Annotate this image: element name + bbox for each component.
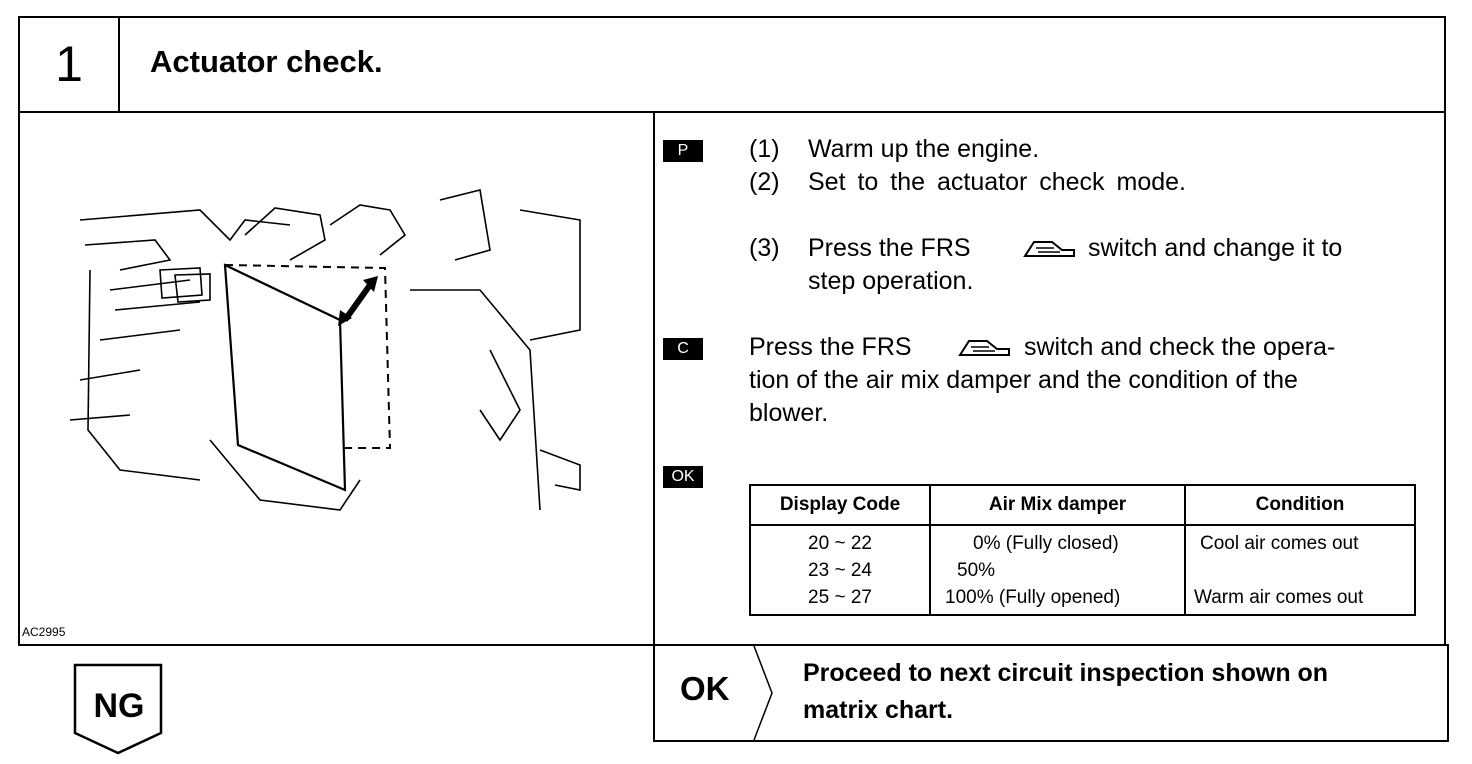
ok-message: Proceed to next circuit inspection shown…	[803, 655, 1328, 729]
condition-value	[1194, 557, 1406, 584]
table-row: 20 ~ 22 23 ~ 24 25 ~ 27 0% (Fully closed…	[749, 525, 1416, 615]
step-3-text-b: switch and change it to	[1088, 234, 1343, 262]
step-3-number: (3)	[749, 234, 780, 262]
table-cell: Cool air comes out Warm air comes out	[1184, 525, 1416, 615]
table-header: Display Code	[749, 484, 931, 526]
step-2-number: (2)	[749, 168, 780, 196]
damper-value: 0% (Fully closed)	[973, 533, 1119, 554]
table-header: Air Mix damper	[929, 484, 1186, 526]
step-number: 1	[55, 36, 83, 92]
table-header-row: Display Code Air Mix damper Condition	[749, 484, 1416, 526]
step-2-text: Set to the actuator check mode.	[808, 168, 1186, 196]
step-title: Actuator check.	[150, 44, 383, 79]
ng-label: NG	[93, 687, 145, 725]
condition-value: Cool air comes out	[1200, 533, 1359, 554]
frs-switch-icon	[958, 340, 1010, 356]
step-1-number: (1)	[749, 135, 780, 163]
check-text-1a: Press the FRS	[749, 333, 912, 361]
display-code: 20 ~ 22	[808, 533, 872, 554]
figure-code: AC2995	[22, 625, 66, 639]
table-header: Condition	[1184, 484, 1416, 526]
ng-shield-icon	[73, 663, 163, 755]
ok-arrow-divider	[753, 646, 773, 740]
check-text-3: blower.	[749, 399, 829, 427]
damper-value: 100% (Fully opened)	[945, 587, 1121, 608]
actuator-illustration	[69, 189, 581, 511]
table-cell: 0% (Fully closed) 50% 100% (Fully opened…	[929, 525, 1186, 615]
step-1-text: Warm up the engine.	[808, 135, 1040, 163]
check-text-2: tion of the air mix damper and the condi…	[749, 366, 1298, 394]
display-code: 25 ~ 27	[808, 587, 872, 608]
ok-tag: OK	[663, 466, 703, 488]
check-text-1b: switch and check the opera-	[1024, 333, 1336, 361]
display-code: 23 ~ 24	[808, 560, 872, 581]
check-tag: C	[663, 338, 703, 360]
ng-badge: NG	[73, 663, 165, 760]
damper-value: 50%	[957, 560, 996, 581]
ok-label: OK	[680, 670, 730, 707]
condition-value: Warm air comes out	[1194, 587, 1364, 608]
ok-message-line-2: matrix chart.	[803, 696, 954, 724]
prep-tag: P	[663, 140, 703, 162]
frs-switch-icon	[1023, 241, 1075, 257]
table-cell: 20 ~ 22 23 ~ 24 25 ~ 27	[749, 525, 931, 615]
ok-message-line-1: Proceed to next circuit inspection shown…	[803, 659, 1329, 687]
step-3-text-c: step operation.	[808, 267, 974, 295]
ok-panel	[653, 644, 1449, 742]
check-result-table: Display Code Air Mix damper Condition 20…	[749, 484, 1416, 616]
step-3-text-a: Press the FRS	[808, 234, 971, 262]
